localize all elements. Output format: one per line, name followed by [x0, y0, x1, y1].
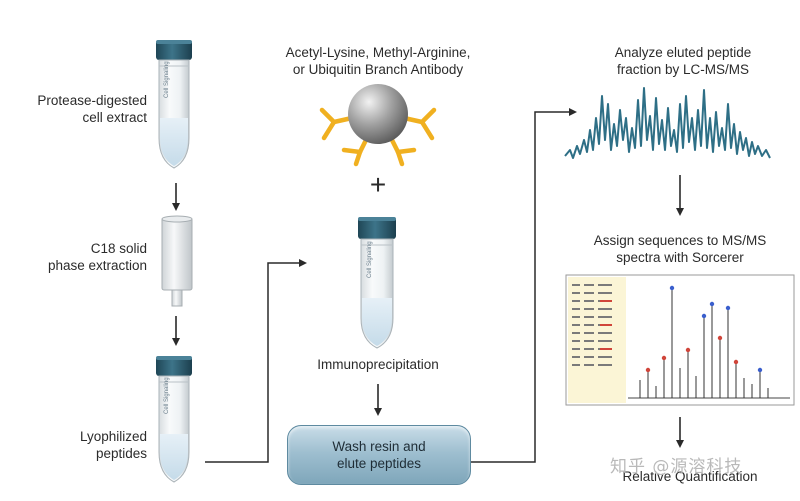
antibody-bead-icon — [322, 84, 434, 164]
label-c18: C18 solid phase extraction — [2, 240, 147, 274]
lcms-spectrum-icon — [565, 88, 770, 158]
arrow-to-lcms — [470, 112, 575, 462]
label-wash: Wash resin and elute peptides — [288, 438, 470, 472]
wash-resin-box: Wash resin and elute peptides — [287, 425, 471, 485]
tube-icon-digested: Cell Signaling — [156, 40, 192, 168]
label-digested: Protease-digested cell extract — [2, 92, 147, 126]
watermark: 知乎 @源溶科技 — [610, 452, 742, 477]
tube-brand: Cell Signaling — [164, 377, 170, 414]
tube-brand: Cell Signaling — [367, 241, 373, 278]
label-lyophilized: Lyophilized peptides — [2, 428, 147, 462]
plus-sign: + — [358, 170, 398, 200]
label-analyze: Analyze eluted peptide fraction by LC-MS… — [578, 44, 788, 78]
c18-cartridge-icon — [162, 216, 192, 306]
label-assign: Assign sequences to MS/MS spectra with S… — [566, 232, 794, 266]
sorcerer-screenshot-icon — [566, 275, 794, 405]
tube-icon-lyophilized: Cell Signaling — [156, 356, 192, 482]
label-antibody: Acetyl-Lysine, Methyl-Arginine, or Ubiqu… — [253, 44, 503, 78]
tube-icon-ip: Cell Signaling — [358, 217, 396, 348]
tube-brand: Cell Signaling — [164, 61, 170, 98]
label-immunoprecipitation: Immunoprecipitation — [300, 356, 456, 373]
